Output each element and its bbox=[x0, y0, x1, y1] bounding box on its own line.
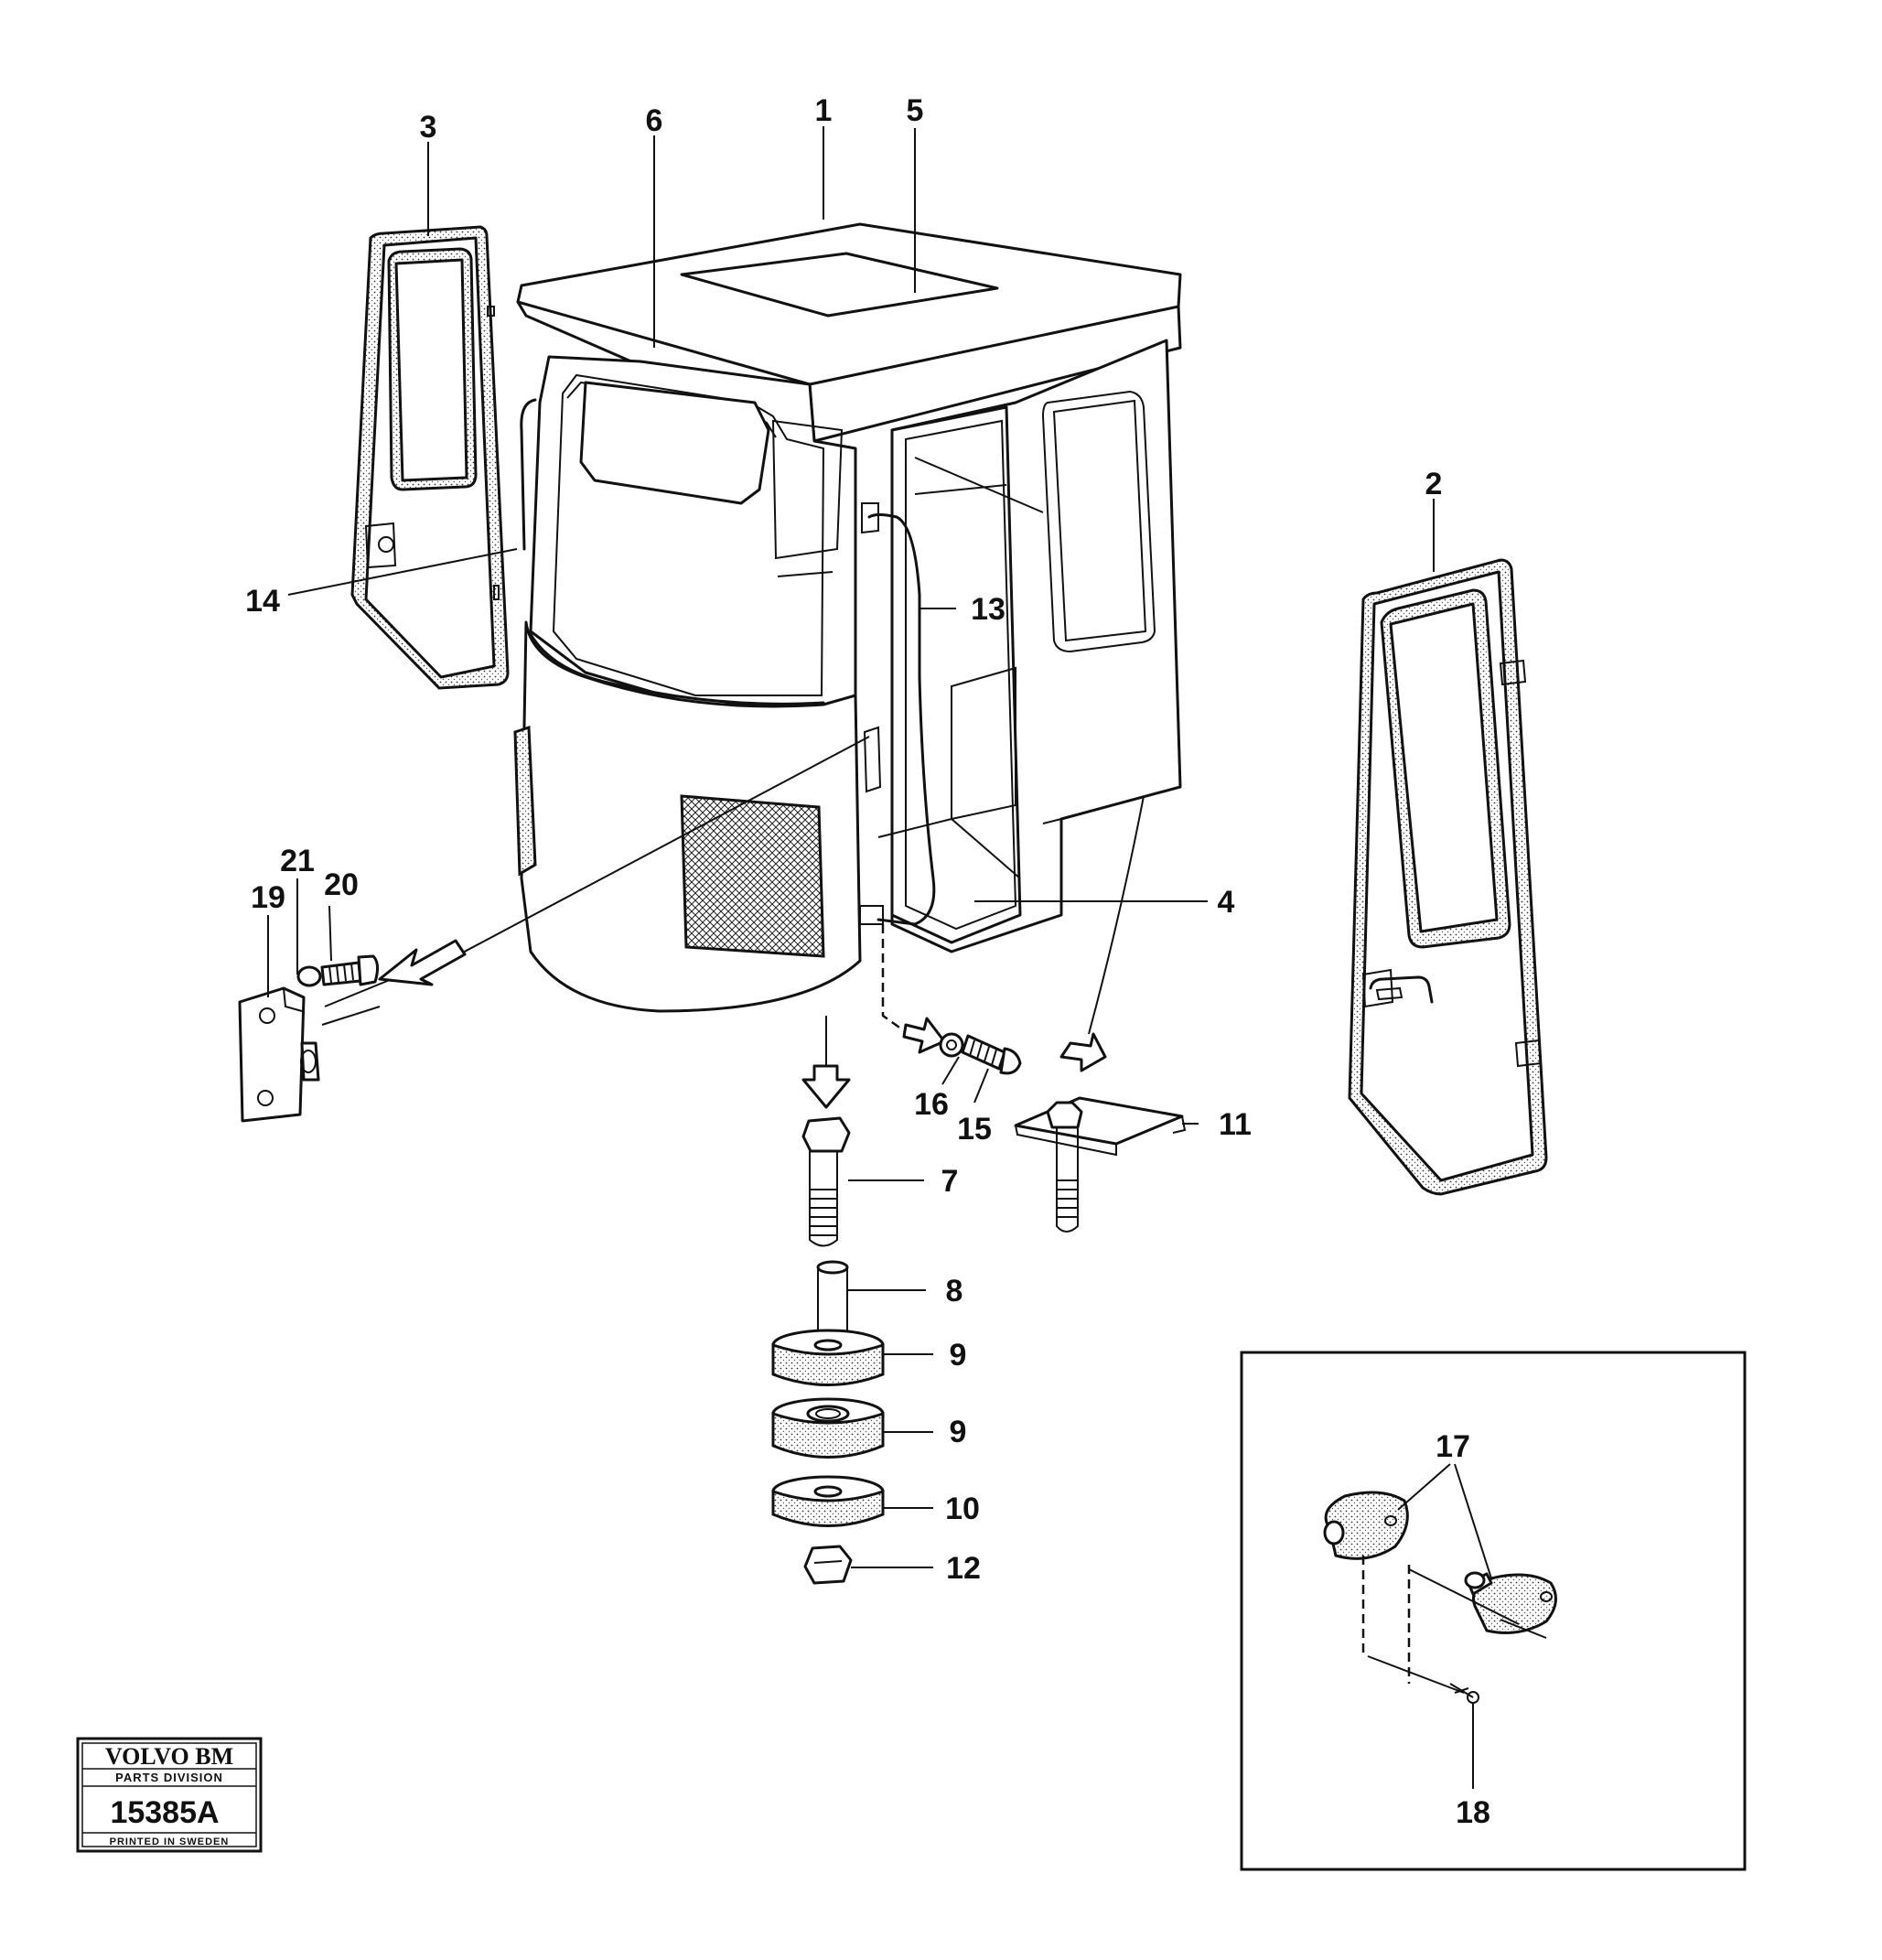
bolt-7 bbox=[801, 1116, 851, 1153]
label-part-7: 7 bbox=[941, 1164, 959, 1199]
label-part-9a: 9 bbox=[950, 1338, 967, 1373]
label-part-19: 19 bbox=[251, 880, 285, 915]
label-part-14: 14 bbox=[245, 584, 280, 619]
leader-lines bbox=[267, 126, 1435, 1568]
label-part-4: 4 bbox=[1218, 885, 1235, 920]
logo-printed: PRINTED IN SWEDEN bbox=[110, 1836, 230, 1847]
label-part-3: 3 bbox=[420, 110, 437, 145]
logo-brand: VOLVO BM bbox=[105, 1743, 233, 1770]
spacer-8 bbox=[817, 1267, 848, 1337]
label-part-13: 13 bbox=[971, 592, 1006, 627]
label-part-20: 20 bbox=[324, 867, 359, 902]
volvo-bm-logo: VOLVO BM PARTS DIVISION 15385A PRINTED I… bbox=[76, 1737, 263, 1853]
inset-detail bbox=[1240, 1351, 1747, 1871]
roof-hatch bbox=[680, 252, 999, 318]
label-part-18: 18 bbox=[1456, 1795, 1490, 1830]
bolt-20 bbox=[320, 961, 362, 986]
label-part-1: 1 bbox=[815, 93, 833, 128]
fastener-15-16 bbox=[881, 924, 1022, 1075]
logo-division: PARTS DIVISION bbox=[115, 1771, 223, 1784]
label-part-21: 21 bbox=[280, 844, 315, 878]
hinge-assembly bbox=[238, 736, 870, 1123]
label-part-12: 12 bbox=[946, 1551, 981, 1586]
mount-stack bbox=[771, 1016, 885, 1585]
label-part-15: 15 bbox=[957, 1112, 992, 1147]
bracket-11 bbox=[1014, 795, 1187, 1233]
label-part-17: 17 bbox=[1436, 1429, 1470, 1464]
label-part-11: 11 bbox=[1219, 1107, 1252, 1142]
washer-21 bbox=[296, 965, 322, 987]
label-part-2: 2 bbox=[1425, 467, 1443, 501]
ventilation-grille bbox=[680, 794, 825, 958]
label-part-5: 5 bbox=[907, 93, 924, 128]
cab bbox=[513, 222, 1182, 1013]
label-part-6: 6 bbox=[646, 103, 663, 138]
drawing-number: 15385A bbox=[110, 1795, 219, 1830]
label-part-16: 16 bbox=[914, 1087, 949, 1122]
hand-rail bbox=[867, 513, 936, 926]
sun-visor bbox=[579, 381, 770, 505]
nut-12 bbox=[803, 1545, 853, 1585]
label-part-8: 8 bbox=[946, 1274, 963, 1308]
label-part-9b: 9 bbox=[950, 1415, 967, 1449]
door-right bbox=[1348, 558, 1548, 1196]
door-left bbox=[350, 225, 510, 690]
label-part-10: 10 bbox=[945, 1492, 980, 1526]
part-labels: 1 2 3 4 5 6 7 8 9 9 10 11 12 13 14 15 16… bbox=[245, 93, 1490, 1830]
